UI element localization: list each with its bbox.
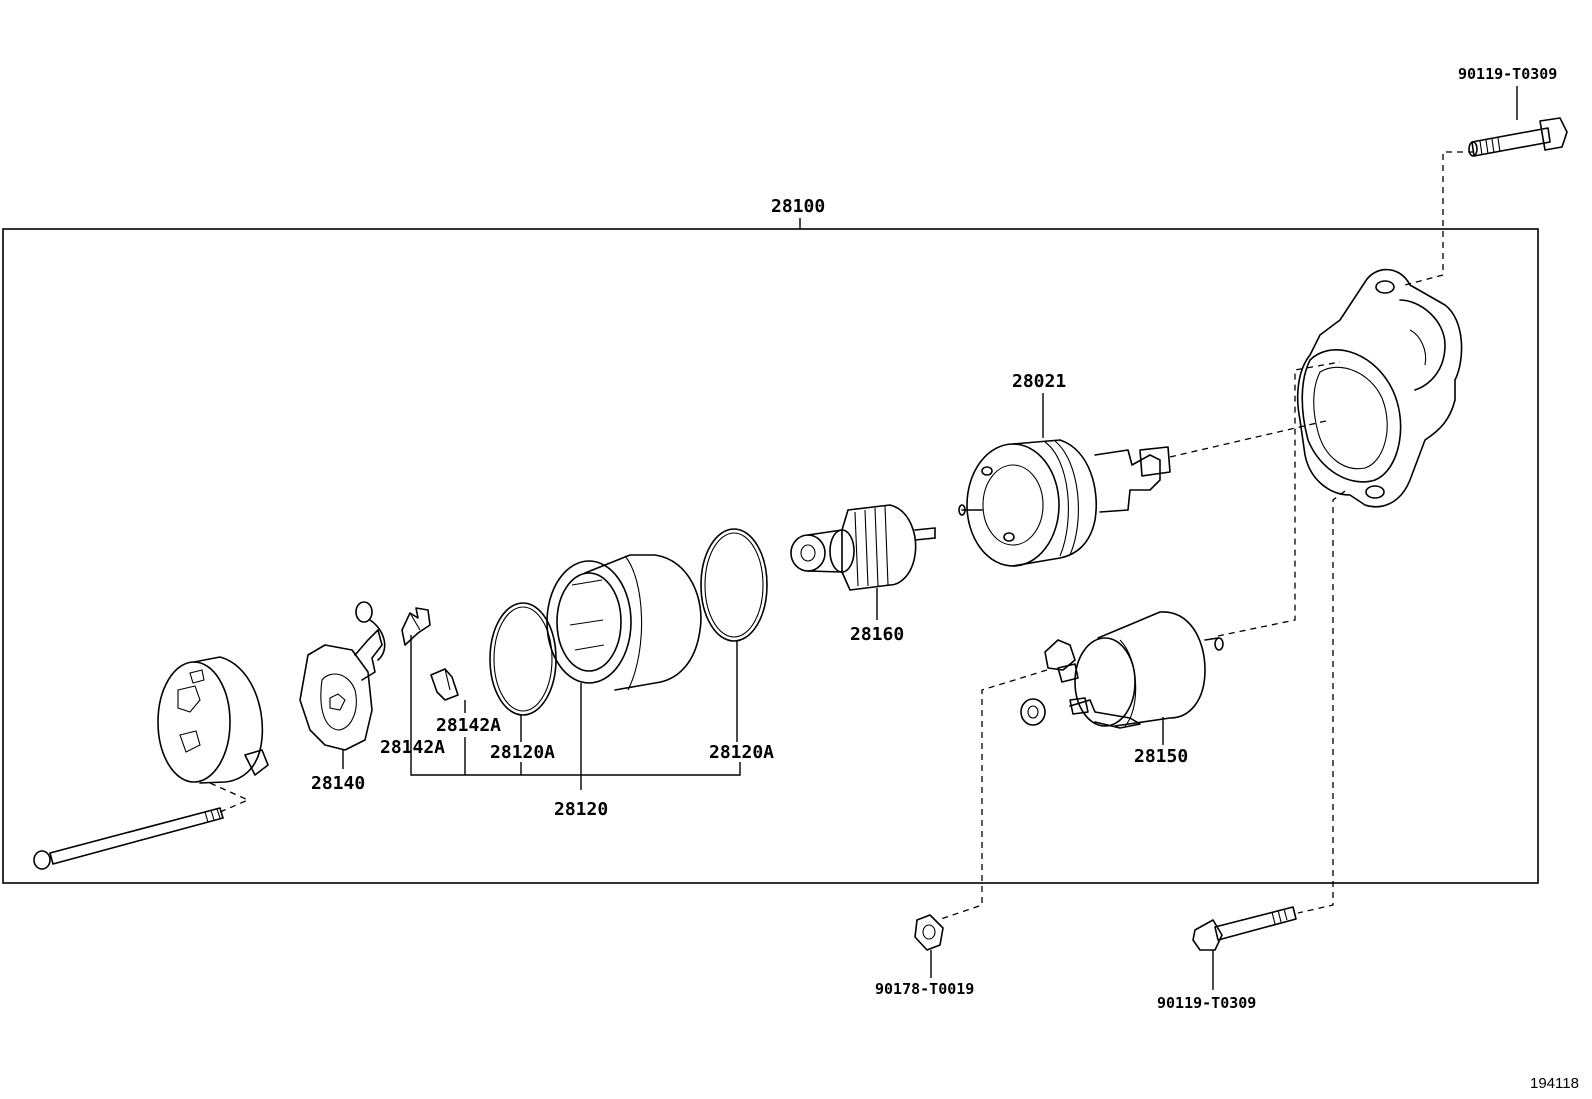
end-cover-part [157,656,269,784]
contact-plate-part [958,439,1171,567]
label-90119-top: 90119-T0309 [1458,65,1557,83]
bolt-top-part [1468,117,1568,157]
housing-dashed-link-top [1169,419,1331,458]
label-90178-T0019: 90178-T0019 [875,980,974,998]
label-28140: 28140 [311,773,365,794]
drive-housing-part [1296,268,1463,508]
housing-dashed-link-switch [1217,361,1341,637]
label-28120A-right: 28120A [709,742,774,763]
spring-upper-part [401,607,431,646]
through-bolt-dashed [209,782,250,813]
label-28142A-upper: 28142A [436,715,501,736]
ring-left-part [489,602,557,716]
bolt-bottom-dashed-path [1297,490,1346,914]
nut-dashed-path [937,669,1048,921]
label-28120A-left: 28120A [490,742,555,763]
label-28100: 28100 [771,196,825,217]
magnet-switch-part [1020,611,1224,729]
label-28160: 28160 [850,624,904,645]
bolt-top-dashed-path [1404,151,1474,286]
bolt-bottom-part [1192,906,1297,951]
label-90119-bottom: 90119-T0309 [1157,994,1256,1012]
figure-number: 194118 [1530,1075,1579,1092]
spring-lower-part [430,668,459,701]
group-bracket [410,635,741,776]
label-28021: 28021 [1012,371,1066,392]
through-bolt-part [33,807,224,870]
label-28150: 28150 [1134,746,1188,767]
brush-holder-part [299,601,386,751]
pinion-clutch-part [790,504,936,591]
assembly-frame [2,228,1539,884]
ring-right-part [700,528,768,642]
label-28120: 28120 [554,799,608,820]
label-28142A-lower: 28142A [380,737,445,758]
yoke-part [546,554,702,691]
nut-bottom-part [914,914,944,951]
